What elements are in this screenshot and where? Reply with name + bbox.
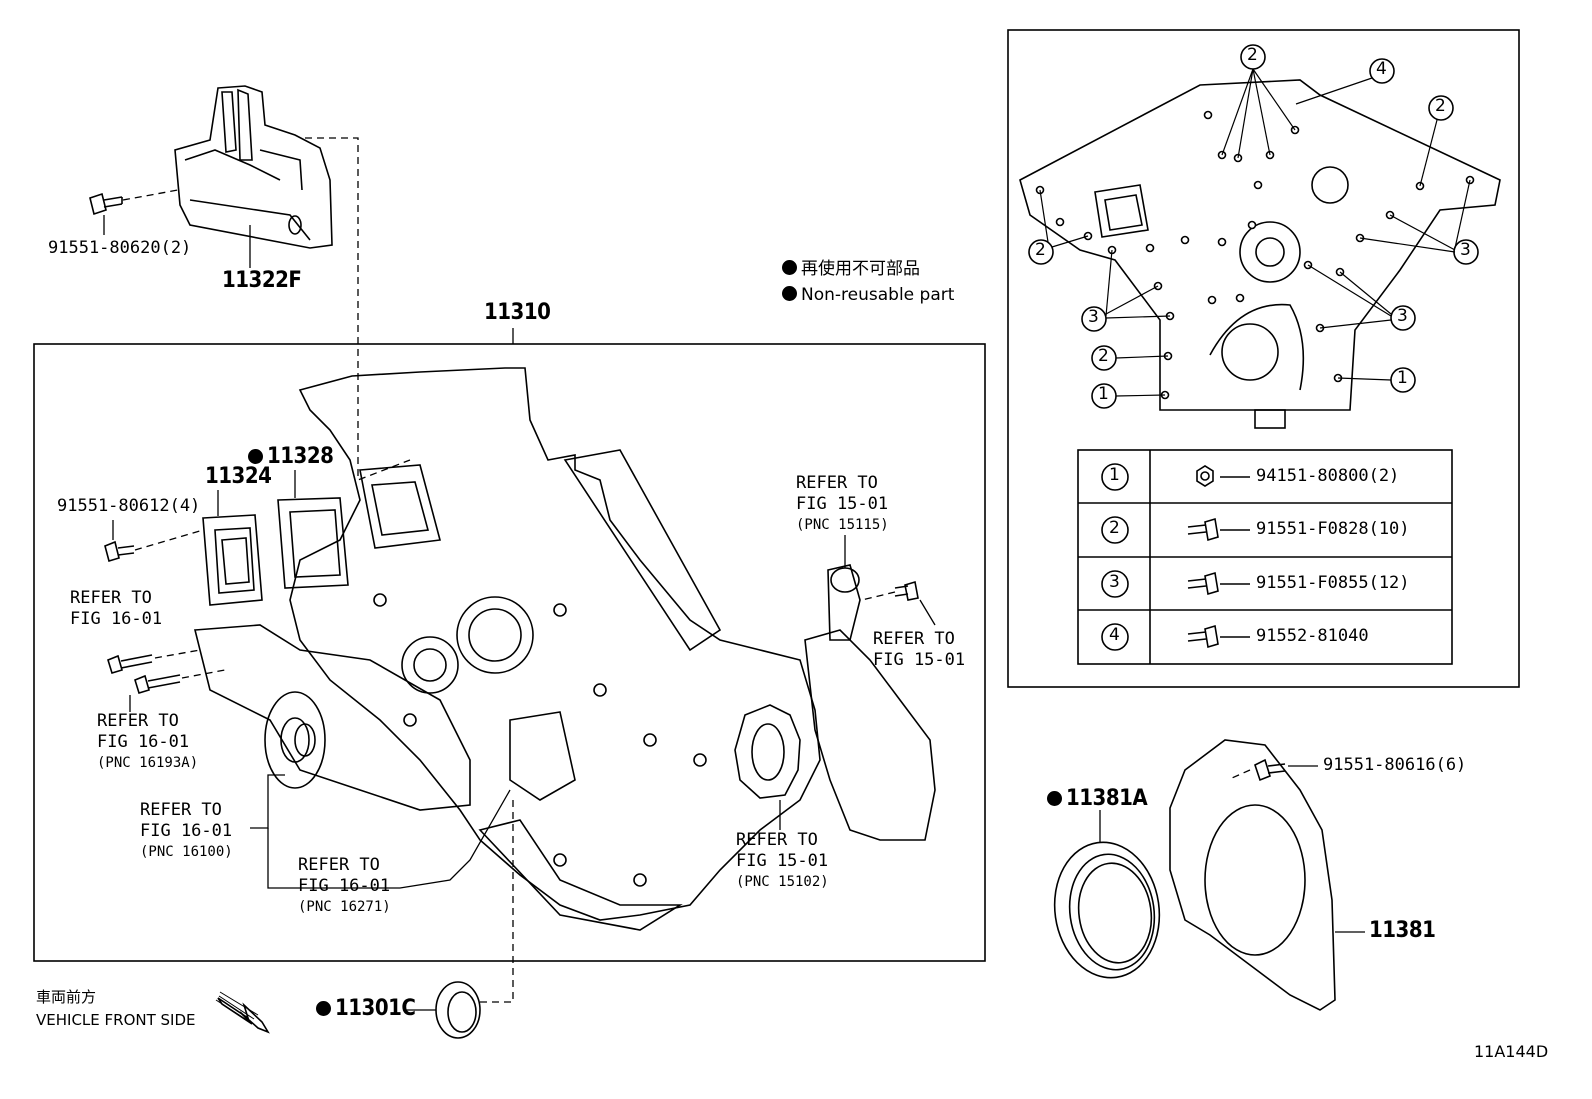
table-part-91552-81040[interactable]: 91552-81040: [1256, 626, 1369, 646]
part-11310-label[interactable]: 11310: [484, 300, 551, 325]
non-reusable-dot-icon: [248, 449, 263, 464]
part-11381-label[interactable]: 11381: [1369, 918, 1436, 943]
bolt-pump-left-lower: [134, 674, 181, 694]
callout-2: 2: [1435, 96, 1446, 116]
bolt-location-frame: [1007, 29, 1520, 688]
bolt-oil-pump: [894, 580, 919, 601]
non-reusable-dot-icon: [782, 260, 797, 275]
leader-lines: [103, 215, 1365, 1011]
part-11301c-text: 11301C: [335, 996, 416, 1021]
bolt-91551-80616-drawing: [1254, 758, 1286, 782]
timing-cover-11310: [289, 367, 821, 931]
vehicle-front-arrow: [215, 991, 270, 1034]
inset-cover-outline: [1019, 79, 1501, 429]
part-11324-label[interactable]: 11324: [205, 464, 272, 489]
bolt-pump-left-upper: [107, 654, 153, 674]
callout-2: 2: [1247, 45, 1258, 65]
table-key-3: 3: [1109, 572, 1120, 592]
table-key-2: 2: [1109, 518, 1120, 538]
callout-4: 4: [1376, 59, 1387, 79]
table-part-91551-f0828[interactable]: 91551-F0828(10): [1256, 519, 1410, 539]
non-reusable-dot-icon: [782, 286, 797, 301]
callout-3: 3: [1397, 306, 1408, 326]
oil-pump-body: [804, 564, 936, 841]
non-reusable-dot-icon: [1047, 791, 1062, 806]
callout-3: 3: [1460, 240, 1471, 260]
oil-pump-rotor: [734, 704, 801, 799]
gasket-11324: [202, 514, 263, 606]
bolt-91551-80612-label[interactable]: 91551-80612(4): [57, 496, 201, 516]
legend-en: Non-reusable part: [782, 286, 954, 304]
seal-11381a: [1053, 841, 1161, 979]
part-11328-text: 11328: [267, 444, 334, 469]
table-key-1: 1: [1109, 465, 1120, 485]
legend-jp-text: 再使用不可部品: [801, 259, 920, 279]
legend-jp: 再使用不可部品: [782, 260, 920, 278]
inset-callout-leaders: [1039, 68, 1471, 397]
non-reusable-dot-icon: [316, 1001, 331, 1016]
table-key-4: 4: [1109, 625, 1120, 645]
part-11328-label[interactable]: 11328: [248, 444, 334, 469]
bolt-91551-80616-label[interactable]: 91551-80616(6): [1323, 755, 1467, 775]
assembly-frame: [33, 343, 986, 962]
diagram-code: 11A144D: [1474, 1042, 1549, 1061]
water-pump-assembly: [193, 624, 471, 811]
bracket-11322f: [174, 85, 333, 249]
bolt-91551-80620-drawing: [89, 192, 123, 216]
table-icons: [1101, 463, 1250, 651]
table-part-94151-80800[interactable]: 94151-80800(2): [1256, 466, 1400, 486]
part-11381a-label[interactable]: 11381A: [1047, 786, 1148, 811]
vehicle-front-jp: 車両前方: [36, 988, 97, 1006]
callout-1: 1: [1397, 368, 1408, 388]
callout-2: 2: [1035, 240, 1046, 260]
bolt-91551-80620-label[interactable]: 91551-80620(2): [48, 238, 192, 258]
callout-1: 1: [1098, 384, 1109, 404]
callout-2: 2: [1098, 346, 1109, 366]
retainer-11381: [1169, 739, 1336, 1011]
part-11301c-label[interactable]: 11301C: [316, 996, 416, 1021]
bolt-91551-80612-drawing: [104, 540, 135, 563]
dashed-alignment-lines: [122, 137, 1251, 1003]
callout-3: 3: [1088, 307, 1099, 327]
part-11381a-text: 11381A: [1066, 786, 1148, 811]
table-part-91551-f0855[interactable]: 91551-F0855(12): [1256, 573, 1410, 593]
bolt-table-grid: [1077, 449, 1453, 665]
vehicle-front-en: VEHICLE FRONT SIDE: [36, 1011, 196, 1029]
gasket-11328: [277, 497, 349, 589]
part-11322f-label[interactable]: 11322F: [222, 268, 302, 293]
legend-en-text: Non-reusable part: [801, 285, 955, 305]
seal-11301c: [435, 981, 481, 1039]
